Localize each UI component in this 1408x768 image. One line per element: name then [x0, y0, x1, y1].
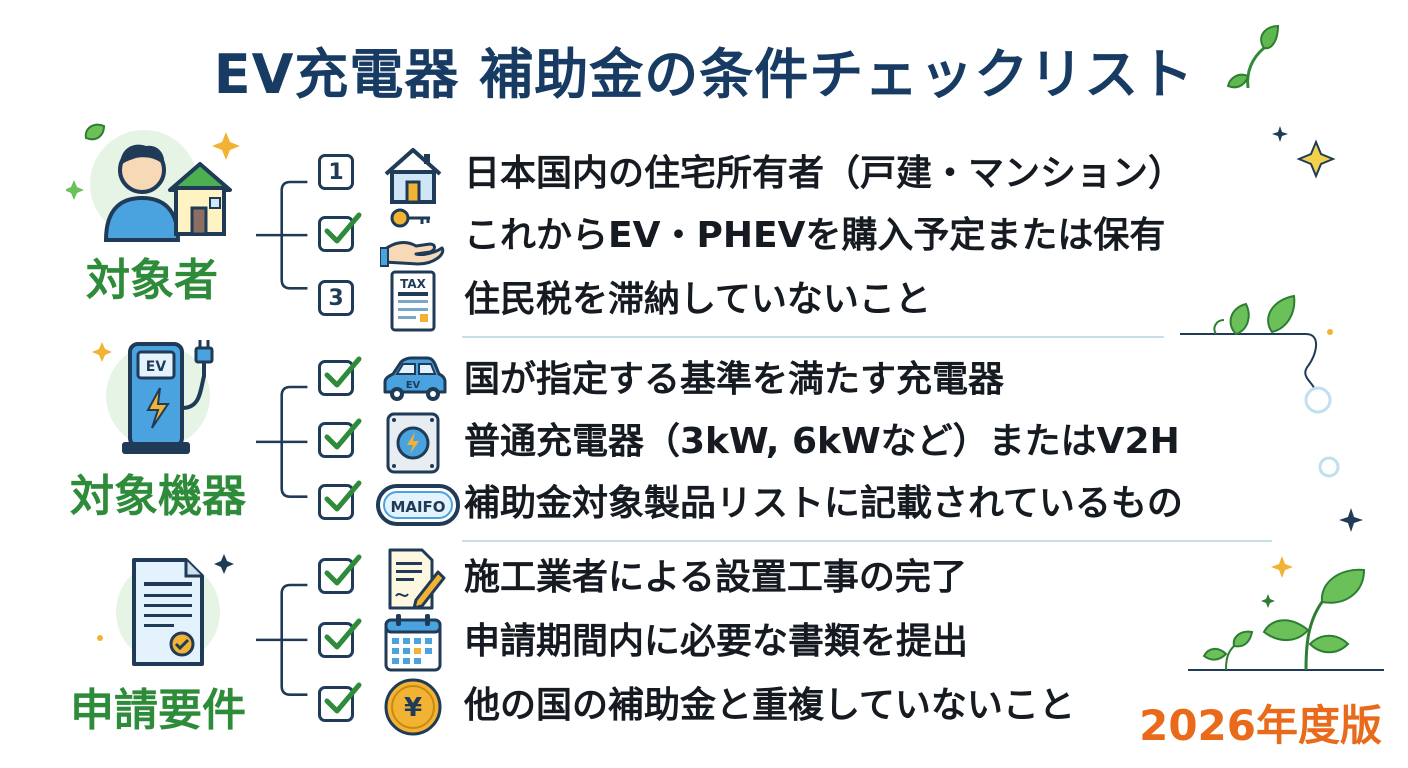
condition-text: 普通充電器（3kW, 6kWなど）またはV2H: [464, 421, 1180, 462]
house-icon: [384, 148, 442, 204]
ev-charger-icon: EV: [92, 340, 214, 454]
contract-pen-icon: [388, 548, 446, 610]
checkmark-icon: [324, 418, 362, 450]
tax-document-icon: TAX: [390, 270, 436, 332]
section-label-application-requirements: 申請要件: [70, 685, 246, 736]
svg-text:EV: EV: [146, 359, 167, 375]
checkbox-checked: [318, 618, 362, 658]
checkbox-checked: [318, 212, 362, 252]
sparkle-icon: [1339, 508, 1363, 532]
checkbox-checked: [318, 418, 362, 458]
section-divider: [462, 336, 1164, 338]
checkmark-icon: [324, 212, 362, 244]
person-house-icon: [66, 123, 240, 242]
condition-text: 他の国の補助金と重複していないこと: [464, 685, 1075, 726]
checklist-row: 申請期間内に必要な書類を提出: [0, 614, 1408, 674]
key-hand-icon: [380, 208, 445, 267]
checklist-row: 施工業者による設置工事の完了: [0, 548, 1408, 610]
checkmark-icon: [324, 682, 362, 714]
wall-charger-icon: [386, 412, 440, 474]
condition-text: 住民税を滞納していないこと: [464, 279, 931, 320]
checkbox-checked: [318, 356, 362, 396]
checklist-row: ¥ 他の国の補助金と重複していないこと: [0, 678, 1408, 738]
condition-text: 申請期間内に必要な書類を提出: [464, 621, 969, 662]
yen-coin-icon: ¥: [384, 678, 442, 736]
bubble-icon: [1318, 456, 1340, 478]
condition-text: 国が指定する基準を満たす充電器: [464, 359, 1005, 400]
condition-text: 補助金対象製品リストに記載されているもの: [464, 483, 1183, 524]
checkmark-icon: [324, 618, 362, 650]
maifo-badge-icon: MAIFO: [376, 484, 460, 526]
checklist-row: MAIFO 補助金対象製品リストに記載されているもの: [0, 476, 1408, 536]
checklist-row: 1 日本国内の住宅所有者（戸建・マンション）: [0, 146, 1408, 206]
checkbox-checked: [318, 554, 362, 594]
svg-text:MAIFO: MAIFO: [390, 498, 445, 516]
checkbox-checked: [318, 480, 362, 520]
checkmark-icon: [324, 554, 362, 586]
sparkle-icon: [1272, 126, 1336, 179]
plant-sprouts-icon: [1188, 556, 1384, 671]
svg-text:TAX: TAX: [400, 277, 427, 291]
checklist-row: 普通充電器（3kW, 6kWなど）またはV2H: [0, 412, 1408, 474]
condition-text: これからEV・PHEVを購入予定または保有: [464, 215, 1166, 256]
checkbox-checked: [318, 682, 362, 722]
leaf-icon: [1226, 24, 1280, 89]
number-badge: 3: [318, 280, 354, 316]
number-badge: 1: [318, 154, 354, 190]
condition-text: 施工業者による設置工事の完了: [464, 557, 967, 598]
checklist-row: 3 TAX 住民税を滞納していないこと: [0, 270, 1408, 332]
svg-text:EV: EV: [406, 380, 421, 391]
edition-label: 2026年度版: [1139, 701, 1382, 750]
checkmark-icon: [324, 480, 362, 512]
ev-car-icon: EV: [383, 356, 447, 401]
section-divider: [462, 540, 1272, 542]
application-document-icon: [97, 554, 234, 666]
checklist-row: これからEV・PHEVを購入予定または保有: [0, 208, 1408, 268]
condition-text: 日本国内の住宅所有者（戸建・マンション）: [464, 153, 1185, 194]
vine-leaves-icon: [1180, 294, 1333, 414]
checkmark-icon: [324, 356, 362, 388]
calendar-icon: [384, 614, 442, 672]
svg-text:¥: ¥: [404, 693, 422, 723]
section-label-target-device: 対象機器: [70, 471, 246, 522]
page-title: EV充電器 補助金の条件チェックリスト: [213, 43, 1195, 106]
section-label-target-person: 対象者: [86, 255, 218, 306]
checklist-row: EV 国が指定する基準を満たす充電器: [0, 352, 1408, 412]
